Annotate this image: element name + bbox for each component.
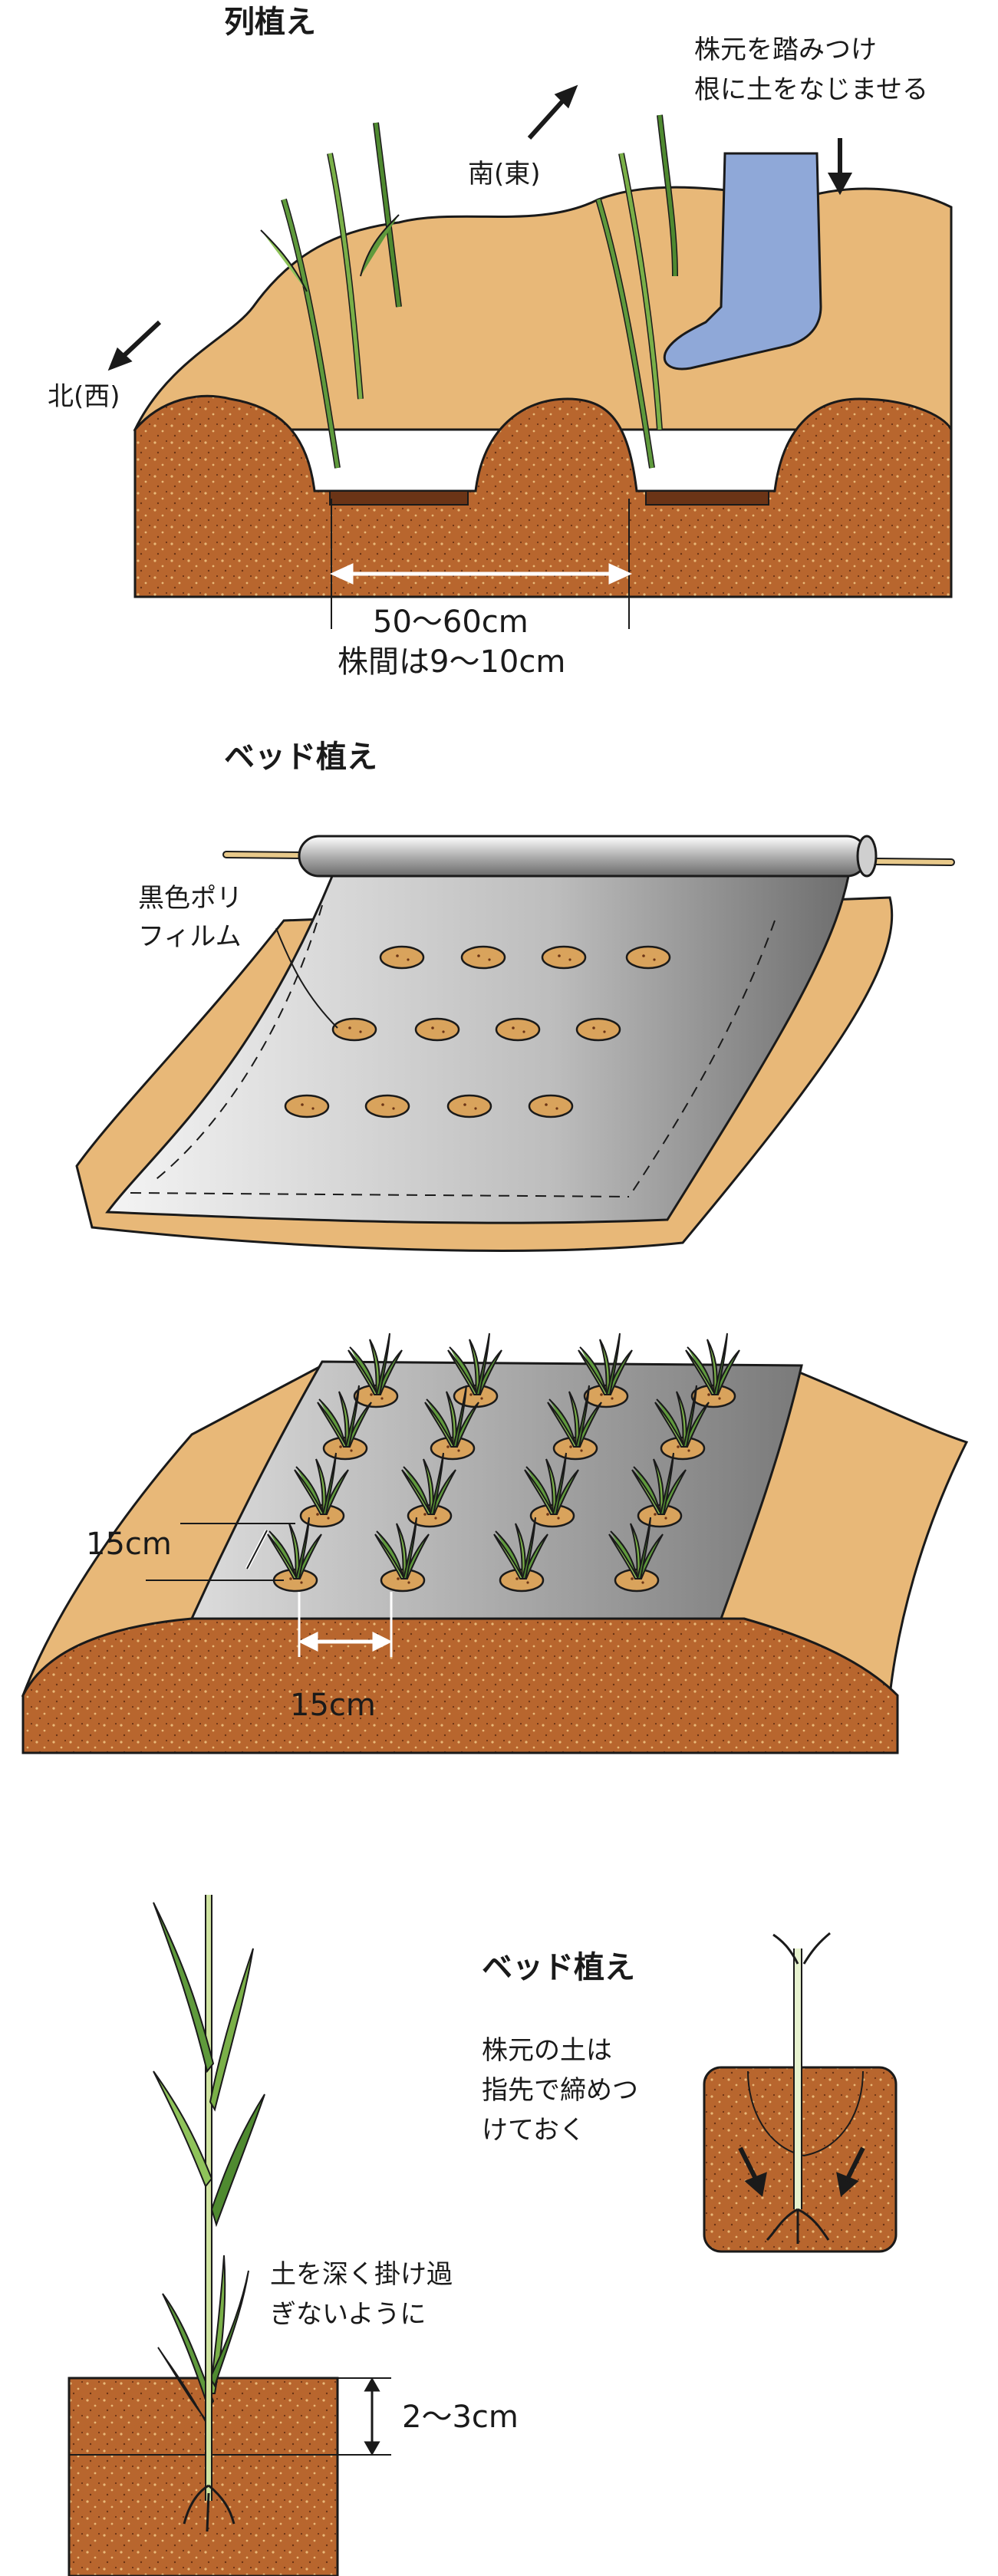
bed-firming-title: ベッド植え: [482, 1950, 635, 1985]
firming-note-line1: 株元の土は: [482, 2035, 612, 2066]
direction-north-label: 北(西): [48, 381, 120, 412]
horizontal-spacing-label: 15cm: [290, 1688, 376, 1723]
plant-spacing-dimension-vertical: [146, 1523, 295, 1581]
firming-note-line3: けておく: [482, 2115, 585, 2146]
firming-note-line2: 指先で締めつ: [482, 2075, 638, 2106]
plant-spacing-dimension-horizontal: [298, 1592, 393, 1657]
bed-soil-front: [21, 1617, 899, 1754]
black-film-label-line2: フィルム: [138, 921, 242, 952]
depth-label: 2〜3cm: [402, 2400, 519, 2435]
planting-depth-diagram: [68, 1895, 391, 2576]
bed-mulch-diagram: [75, 835, 955, 1252]
press-down-arrow-icon: [827, 138, 853, 196]
row-spacing-dimension: [329, 499, 633, 629]
vertical-spacing-label: 15cm: [86, 1527, 172, 1562]
direction-arrow-south-icon: [527, 84, 578, 140]
black-film-label-line1: 黒色ポリ: [138, 883, 242, 914]
leek-seedlings-row-2: [595, 114, 678, 469]
plant-spacing-label: 株間は9〜10cm: [338, 644, 566, 680]
tall-leek-icon: [153, 1895, 265, 2501]
row-planting-diagram: [107, 84, 953, 629]
bed-planting-title: ベッド植え: [224, 740, 377, 775]
depth-note-line2: ぎないように: [270, 2299, 427, 2330]
row-planting-title: 列植え: [224, 5, 316, 40]
firming-arrow-left-icon: [738, 2146, 767, 2197]
depth-dimension: [338, 2377, 391, 2456]
bed-firming-diagram: [703, 1932, 898, 2253]
soil-cross-section: [133, 394, 953, 598]
step-on-base-note-line2: 根に土をなじませる: [694, 74, 928, 105]
field-surface: [133, 186, 953, 431]
black-poly-film: [105, 854, 853, 1224]
firming-arrow-right-icon: [836, 2146, 865, 2197]
direction-south-label: 南(東): [468, 159, 541, 189]
step-on-base-note-line1: 株元を踏みつけ: [694, 35, 877, 65]
row-spacing-label: 50〜60cm: [373, 604, 529, 640]
bed-planted-diagram: [21, 1332, 969, 1754]
boot-icon: [663, 152, 822, 371]
leek-seedlings-row-1: [260, 122, 402, 469]
direction-arrow-north-icon: [107, 320, 162, 371]
depth-soil-block: [68, 2377, 339, 2576]
depth-note-line1: 土を深く掛け過: [270, 2259, 453, 2290]
film-roll-icon: [222, 835, 955, 878]
